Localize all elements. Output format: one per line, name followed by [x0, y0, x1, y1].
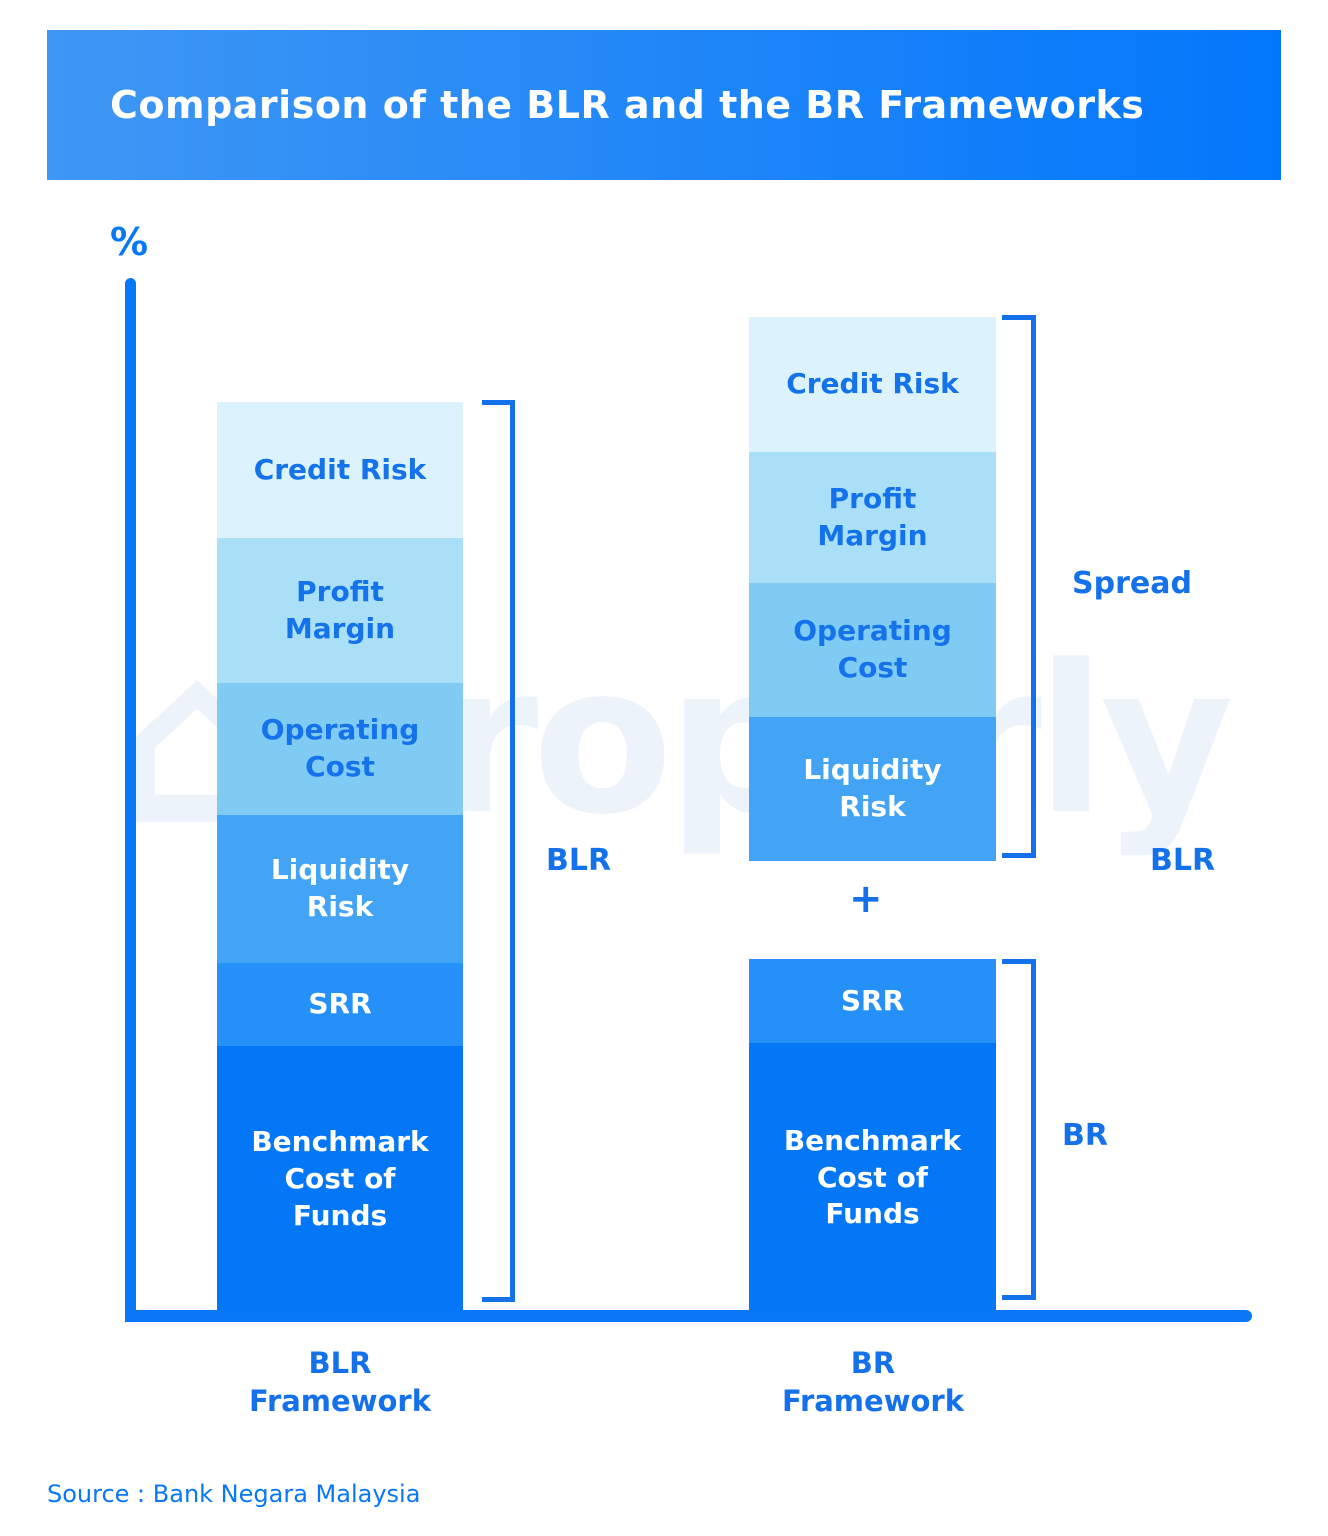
segment-label: Credit Risk — [253, 452, 427, 486]
segment-benchmark-cost-of-funds: Benchmark Cost of Funds — [749, 1043, 996, 1313]
title-banner: Comparison of the BLR and the BR Framewo… — [47, 30, 1281, 180]
segment-label: Operating Cost — [260, 713, 420, 783]
segment-profit-margin: Profit Margin — [217, 538, 463, 683]
segment-label: Liquidity Risk — [270, 853, 410, 923]
spread-bracket-label: Spread — [1072, 566, 1192, 601]
blr-bracket — [482, 400, 515, 1302]
page-title: Comparison of the BLR and the BR Framewo… — [110, 83, 1145, 127]
br-bracket-label: BR — [1062, 1118, 1108, 1153]
x-category-br-line2: Framework — [781, 1384, 964, 1419]
x-axis-line — [125, 1310, 1252, 1322]
segment-credit-risk: Credit Risk — [749, 317, 996, 452]
x-category-blr-line1: BLR — [308, 1346, 372, 1380]
segment-label: SRR — [308, 987, 372, 1021]
x-category-blr-line2: Framework — [248, 1384, 431, 1419]
segment-operating-cost: Operating Cost — [217, 683, 463, 815]
segment-label: Credit Risk — [786, 367, 959, 401]
segment-label: SRR — [840, 983, 905, 1017]
segment-label: Profit Margin — [284, 574, 396, 645]
x-category-br-line1: BR — [850, 1346, 896, 1380]
segment-benchmark-cost-of-funds: Benchmark Cost of Funds — [217, 1046, 463, 1313]
segment-label: Operating Cost — [793, 614, 952, 684]
segment-liquidity-risk: Liquidity Risk — [749, 717, 996, 861]
segment-label: Benchmark Cost of Funds — [783, 1123, 962, 1231]
y-axis-line — [125, 278, 136, 1322]
spread-bracket — [1002, 315, 1036, 858]
segment-label: Liquidity Risk — [803, 753, 942, 823]
blr-bracket-label: BLR — [546, 843, 612, 878]
segment-srr: SRR — [217, 963, 463, 1046]
br-framework-base-bar: SRR Benchmark Cost of Funds — [749, 959, 996, 1313]
segment-credit-risk: Credit Risk — [217, 402, 463, 538]
source-note: Source : Bank Negara Malaysia — [47, 1480, 421, 1508]
x-category-blr-framework: BLR Framework — [190, 1344, 490, 1421]
br-bracket — [1002, 959, 1036, 1300]
blr-right-label: BLR — [1150, 843, 1216, 878]
segment-label: Profit Margin — [817, 481, 928, 552]
y-axis-unit-label: % — [110, 220, 149, 264]
segment-operating-cost: Operating Cost — [749, 583, 996, 717]
segment-label: Benchmark Cost of Funds — [251, 1125, 429, 1232]
segment-srr: SRR — [749, 959, 996, 1043]
segment-profit-margin: Profit Margin — [749, 452, 996, 583]
segment-liquidity-risk: Liquidity Risk — [217, 815, 463, 963]
x-category-br-framework: BR Framework — [723, 1344, 1023, 1421]
plus-sign: + — [849, 876, 883, 922]
